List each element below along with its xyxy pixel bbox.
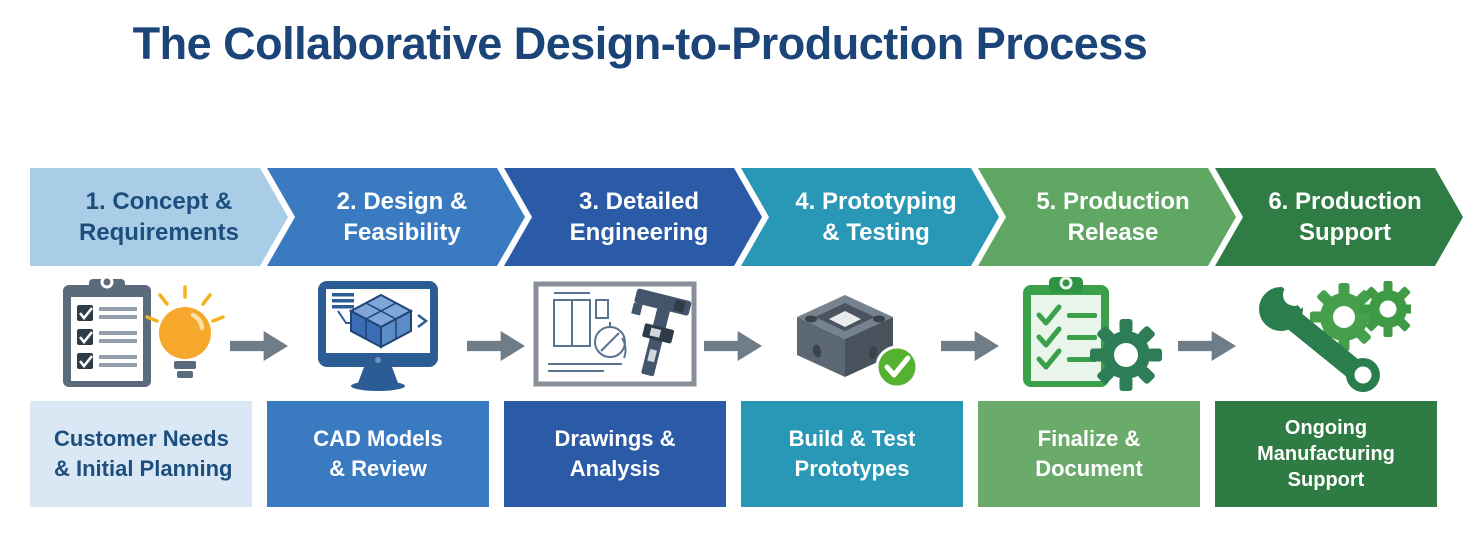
- description-box-2: CAD Models & Review: [267, 401, 489, 507]
- chevron-step-2: 2. Design & Feasibility: [267, 168, 525, 266]
- prototype-part-check-icon: [741, 272, 963, 396]
- cad-monitor-icon: [267, 272, 489, 396]
- description-box-6-line2: Manufacturing: [1257, 443, 1395, 465]
- description-box-6: Ongoing Manufacturing Support: [1215, 401, 1437, 507]
- chevron-step-6: 6. Production Support: [1215, 168, 1463, 266]
- description-box-3-line1: Drawings &: [554, 426, 676, 452]
- chevron-step-6-line1: 6. Production: [1268, 187, 1422, 215]
- chevron-step-1: 1. Concept & Requirements: [30, 168, 288, 266]
- chevron-step-3-line2: Engineering: [569, 219, 709, 246]
- description-box-2-line2: & Review: [329, 456, 427, 481]
- description-box-3-line2: Analysis: [569, 456, 661, 481]
- chevron-step-5: 5. Production Release: [978, 168, 1236, 266]
- chevron-step-1-line1: 1. Concept &: [85, 187, 233, 215]
- chevron-step-5-line1: 5. Production: [1036, 187, 1190, 215]
- description-box-3: Drawings & Analysis: [504, 401, 726, 507]
- description-box-1-line2: & Initial Planning: [54, 456, 233, 481]
- chevron-step-3-line1: 3. Detailed: [578, 187, 700, 215]
- chevron-step-4-line2: & Testing: [822, 219, 930, 246]
- chevron-step-5-line2: Release: [1067, 219, 1159, 246]
- page-title: The Collaborative Design-to-Production P…: [132, 18, 1148, 69]
- wrench-gears-icon: [1215, 272, 1437, 396]
- technical-drawing-caliper-icon: [504, 272, 726, 396]
- description-box-1: Customer Needs & Initial Planning: [30, 401, 252, 507]
- chevron-step-4-line1: 4. Prototyping: [795, 187, 957, 215]
- chevron-step-2-line1: 2. Design &: [336, 187, 468, 215]
- description-box-5: Finalize & Document: [978, 401, 1200, 507]
- description-box-6-line3: Support: [1287, 469, 1365, 491]
- chevron-step-2-line2: Feasibility: [343, 219, 461, 246]
- description-box-4-line1: Build & Test: [788, 426, 916, 452]
- chevron-step-6-line2: Support: [1299, 219, 1391, 246]
- description-box-5-line2: Document: [1035, 456, 1143, 481]
- description-box-4-line2: Prototypes: [794, 456, 910, 481]
- chevron-step-4: 4. Prototyping & Testing: [741, 168, 999, 266]
- description-box-6-line1: Ongoing: [1284, 417, 1368, 439]
- checklist-gear-icon: [978, 272, 1200, 396]
- chevron-step-1-line2: Requirements: [78, 219, 240, 246]
- description-box-2-line1: CAD Models: [313, 426, 443, 452]
- chevron-step-3: 3. Detailed Engineering: [504, 168, 762, 266]
- description-box-1-line1: Customer Needs: [54, 426, 229, 452]
- clipboard-checklist-lightbulb-icon: [30, 272, 252, 396]
- description-box-4: Build & Test Prototypes: [741, 401, 963, 507]
- description-box-5-line1: Finalize &: [1037, 426, 1141, 452]
